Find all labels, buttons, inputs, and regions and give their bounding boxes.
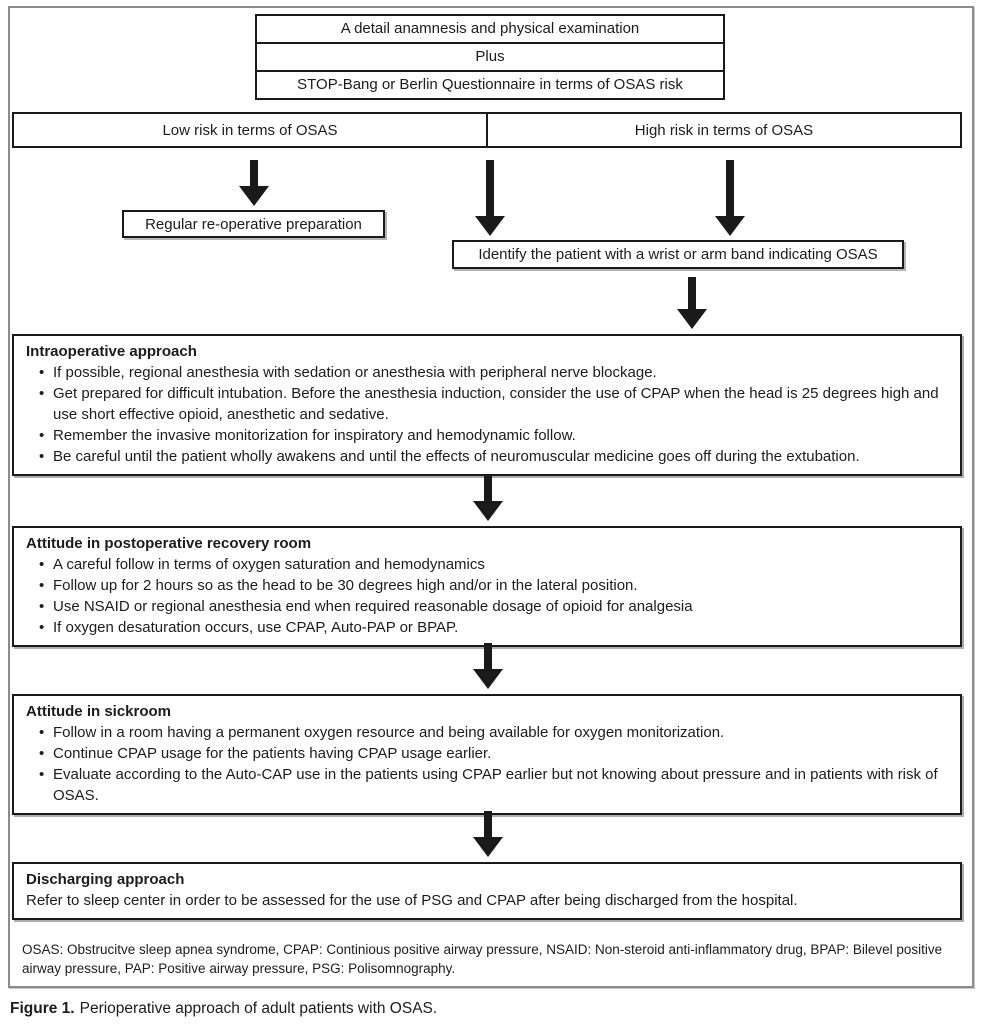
sickroom-box: Attitude in sickroom Follow in a room ha… [12,694,962,815]
down-arrow-to-sickroom [473,643,503,689]
low-risk-cell: Low risk in terms of OSAS [162,121,338,139]
anamnesis-row-plus: Plus [257,42,723,70]
list-item: A careful follow in terms of oxygen satu… [26,554,948,575]
anamnesis-box: A detail anamnesis and physical examinat… [255,14,725,100]
anamnesis-row-exam: A detail anamnesis and physical examinat… [340,20,640,37]
discharging-title: Discharging approach [26,871,185,888]
list-item: Be careful until the patient wholly awak… [26,446,948,467]
down-arrow-to-postoperative [473,475,503,521]
postoperative-recovery-box: Attitude in postoperative recovery room … [12,526,962,647]
regular-preparation-box: Regular re-operative preparation [122,210,385,238]
discharging-box: Discharging approach Refer to sleep cent… [12,862,962,920]
down-arrow-high-risk-left [475,160,505,236]
down-arrow-high-risk-right [715,160,745,236]
down-arrow-to-discharging [473,811,503,857]
anamnesis-row-questionnaire: STOP-Bang or Berlin Questionnaire in ter… [257,70,723,98]
list-item: Get prepared for difficult intubation. B… [26,383,948,425]
sickroom-title: Attitude in sickroom [26,703,172,720]
figure-caption-text: Perioperative approach of adult patients… [79,1000,438,1017]
figure-caption-label: Figure 1. [10,1000,75,1017]
risk-strip: Low risk in terms of OSAS High risk in t… [12,112,962,148]
down-arrow-to-intraoperative [677,277,707,329]
abbreviations-note: OSAS: Obstrucitve sleep apnea syndrome, … [22,942,943,976]
intraoperative-title: Intraoperative approach [26,343,197,360]
intraoperative-box: Intraoperative approach If possible, reg… [12,334,962,476]
list-item: If oxygen desaturation occurs, use CPAP,… [26,617,948,638]
list-item: Evaluate according to the Auto-CAP use i… [26,764,948,806]
identify-patient-box: Identify the patient with a wrist or arm… [452,240,904,269]
list-item: Continue CPAP usage for the patients hav… [26,743,948,764]
postoperative-bullets: A careful follow in terms of oxygen satu… [26,554,948,638]
list-item: Follow up for 2 hours so as the head to … [26,575,948,596]
list-item: Follow in a room having a permanent oxyg… [26,722,948,743]
postoperative-title: Attitude in postoperative recovery room [26,535,312,552]
discharging-body: Refer to sleep center in order to be ass… [26,892,798,909]
intraoperative-bullets: If possible, regional anesthesia with se… [26,362,948,467]
down-arrow-low-risk [239,160,269,206]
list-item: If possible, regional anesthesia with se… [26,362,948,383]
sickroom-bullets: Follow in a room having a permanent oxyg… [26,722,948,806]
figure-caption: Figure 1.Perioperative approach of adult… [10,1000,970,1018]
list-item: Use NSAID or regional anesthesia end whe… [26,596,948,617]
list-item: Remember the invasive monitorization for… [26,425,948,446]
high-risk-cell: High risk in terms of OSAS [486,114,960,146]
